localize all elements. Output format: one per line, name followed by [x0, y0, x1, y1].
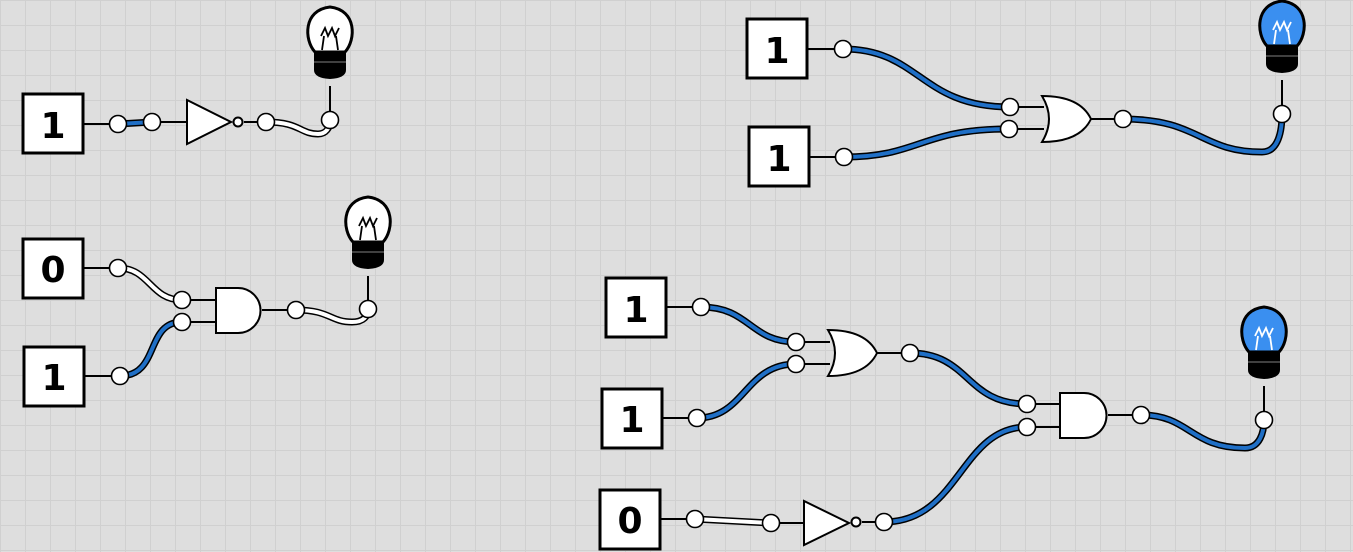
bulb: [1240, 305, 1288, 379]
input-value: 1: [623, 290, 648, 331]
input-switch[interactable]: 1: [21, 92, 85, 155]
and-gate[interactable]: [1059, 392, 1108, 439]
wire: [697, 303, 800, 346]
wires: [114, 45, 1286, 527]
input-switch[interactable]: 1: [745, 17, 809, 80]
input-value: 1: [764, 31, 789, 72]
connector-node[interactable]: [691, 297, 711, 317]
connector-node[interactable]: [1017, 417, 1037, 437]
wire: [691, 515, 775, 527]
connector-node[interactable]: [874, 512, 894, 532]
wire: [114, 264, 186, 304]
or-gate[interactable]: [1040, 94, 1093, 144]
input-value: 0: [617, 501, 642, 542]
connector-node[interactable]: [761, 513, 781, 533]
connector-node[interactable]: [286, 300, 306, 320]
connector-node[interactable]: [108, 114, 128, 134]
connector-node[interactable]: [1113, 109, 1133, 129]
bulb-filament: [1254, 325, 1274, 351]
input-switch[interactable]: 1: [600, 387, 664, 450]
connector-node[interactable]: [786, 354, 806, 374]
connector-node[interactable]: [110, 366, 130, 386]
bulb-base: [1266, 46, 1298, 73]
or-gate[interactable]: [826, 328, 879, 378]
connector-node[interactable]: [358, 299, 378, 319]
connector-node[interactable]: [172, 312, 192, 332]
input-value: 1: [40, 106, 65, 147]
wire: [116, 318, 186, 380]
wire: [880, 423, 1031, 526]
connector-node[interactable]: [1017, 394, 1037, 414]
bulb-glass: [1258, 0, 1306, 48]
bulb-base: [1248, 352, 1280, 379]
connector-node[interactable]: [685, 509, 705, 529]
and-gate[interactable]: [215, 287, 262, 334]
bulbs: [306, 0, 1306, 379]
connector-node[interactable]: [1254, 410, 1274, 430]
connector-node[interactable]: [687, 408, 707, 428]
wire: [262, 116, 334, 138]
not-gate[interactable]: [186, 98, 244, 146]
connector-node[interactable]: [1000, 97, 1020, 117]
connector-node[interactable]: [256, 112, 276, 132]
input-value: 1: [766, 139, 791, 180]
input-switch[interactable]: 0: [21, 237, 85, 300]
connector-node[interactable]: [320, 110, 340, 130]
bulb-base: [314, 52, 346, 79]
connector-node[interactable]: [999, 119, 1019, 139]
bulb-base: [352, 242, 384, 269]
input-value: 1: [41, 358, 66, 399]
wire: [906, 349, 1031, 408]
wire: [1137, 411, 1268, 452]
input-switch[interactable]: 1: [604, 276, 668, 339]
connector-node[interactable]: [900, 343, 920, 363]
input-value: 1: [619, 400, 644, 441]
bulb: [1258, 0, 1306, 73]
connector-node[interactable]: [834, 147, 854, 167]
connector-node[interactable]: [1131, 405, 1151, 425]
bulb-glass: [306, 5, 354, 54]
bulb-filament: [1272, 19, 1292, 45]
wire: [1119, 110, 1286, 156]
bulb: [306, 5, 354, 79]
connector-node[interactable]: [108, 258, 128, 278]
wire: [839, 45, 1014, 111]
connector-node[interactable]: [786, 332, 806, 352]
wire: [292, 305, 372, 326]
connector-node[interactable]: [172, 290, 192, 310]
not-gate[interactable]: [803, 499, 862, 547]
bulb-glass: [1240, 305, 1288, 354]
wire: [840, 125, 1013, 161]
input-switch[interactable]: 1: [747, 125, 811, 188]
connector-node[interactable]: [1272, 104, 1292, 124]
bulb-filament: [358, 215, 378, 241]
bulb-filament: [320, 25, 340, 51]
connector-node[interactable]: [833, 39, 853, 59]
connector-nodes: [108, 39, 1292, 533]
connector-node[interactable]: [142, 112, 162, 132]
input-switch[interactable]: 1: [22, 345, 86, 408]
input-value: 0: [40, 250, 65, 291]
bulb: [344, 195, 392, 269]
input-switch[interactable]: 0: [598, 488, 662, 551]
wire: [693, 360, 800, 422]
bulb-glass: [344, 195, 392, 244]
